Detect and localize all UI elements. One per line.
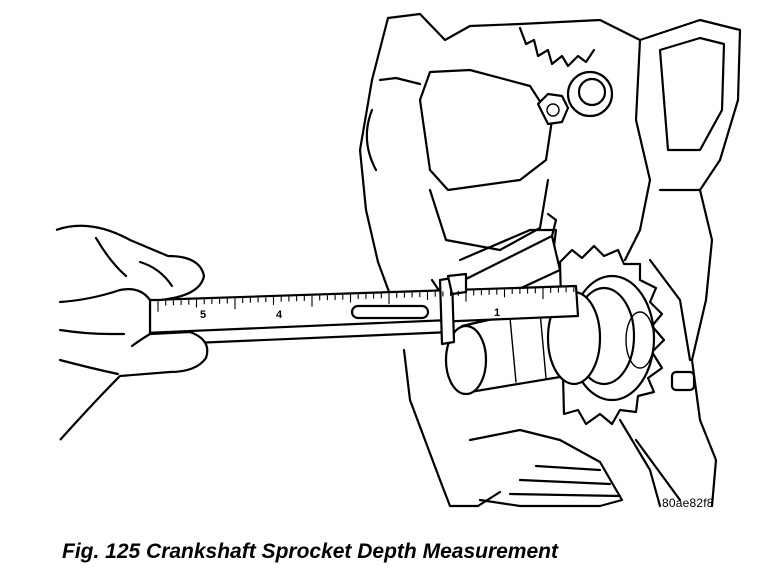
crankshaft-hub (444, 290, 602, 396)
bolt-head (536, 92, 570, 126)
engine-housing (358, 12, 742, 508)
hand (55, 224, 209, 441)
idler-washer (566, 70, 614, 118)
figure-code: 80ae82f8 (662, 496, 714, 510)
figure-caption: Fig. 125 Crankshaft Sprocket Depth Measu… (62, 540, 558, 563)
dowel-pin (670, 370, 696, 392)
ruler-number-5: 5 (200, 309, 206, 321)
upper-gear (518, 26, 596, 68)
ruler-number-4: 4 (276, 309, 283, 321)
ruler-number-1: 1 (494, 307, 500, 319)
